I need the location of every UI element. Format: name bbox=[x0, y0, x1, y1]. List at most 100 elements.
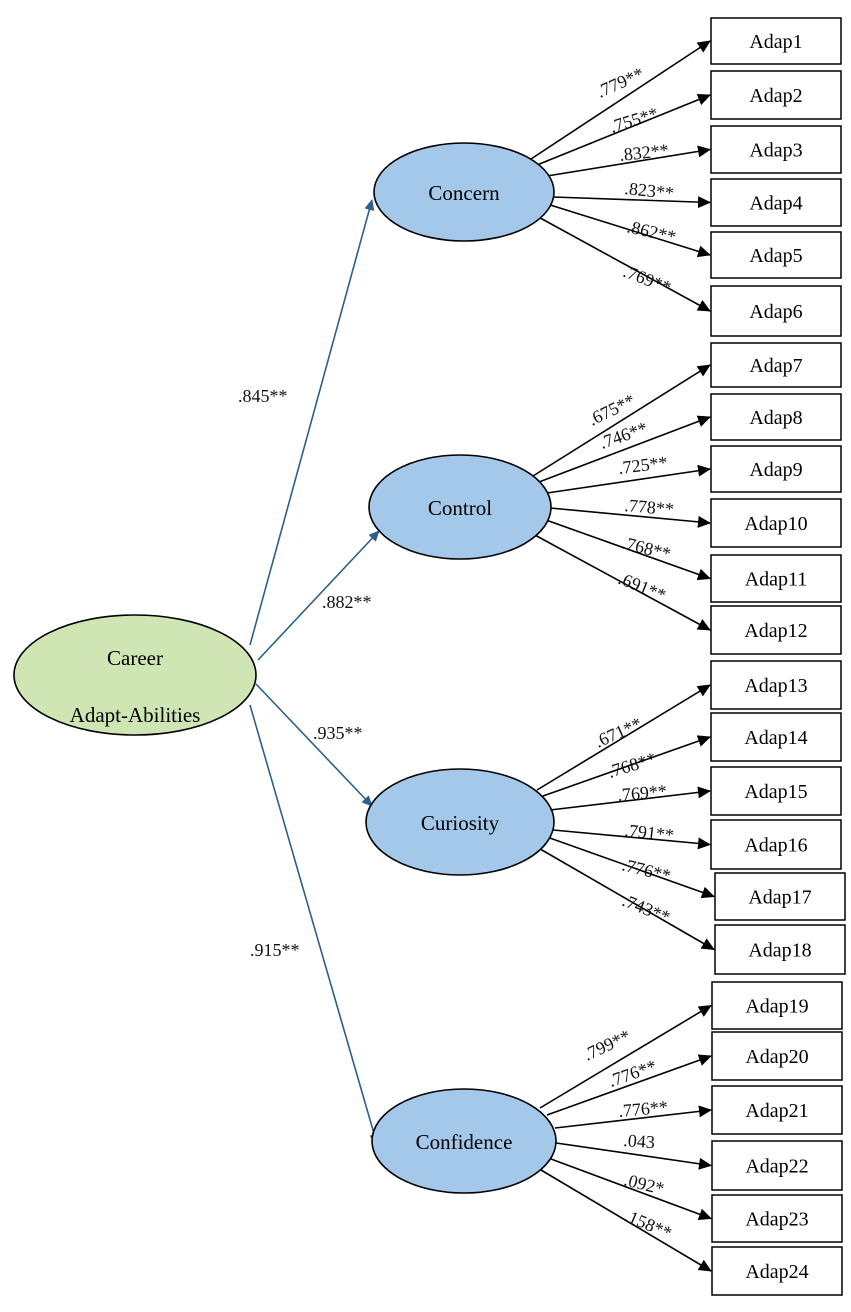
item-label: Adap7 bbox=[749, 355, 802, 377]
item-loading-label: .769** bbox=[621, 261, 674, 297]
structural-arrow-concern bbox=[249, 199, 375, 646]
structural-loading-label: .882** bbox=[322, 592, 372, 612]
item-label: Adap20 bbox=[745, 1046, 808, 1068]
item-label: Adap18 bbox=[748, 940, 811, 962]
item-loading-label: .776** bbox=[620, 854, 673, 885]
item-arrow bbox=[549, 786, 711, 811]
item-loading-label: .791** bbox=[624, 820, 675, 845]
item-loading-label: .768** bbox=[605, 748, 658, 782]
item-box bbox=[711, 981, 843, 1030]
item-label: Adap6 bbox=[749, 301, 802, 323]
item-label: Adap4 bbox=[749, 193, 802, 215]
item-label: Adap24 bbox=[745, 1261, 808, 1283]
item-loading-label: .769** bbox=[617, 781, 668, 805]
item-loading-label: .862** bbox=[625, 216, 678, 247]
item-label: Adap10 bbox=[744, 513, 807, 535]
item-arrow bbox=[540, 1169, 712, 1272]
item-arrow bbox=[542, 735, 711, 797]
item-box bbox=[710, 125, 842, 174]
item-box bbox=[714, 924, 846, 975]
item-box bbox=[710, 285, 842, 337]
item-box bbox=[711, 1246, 843, 1296]
item-label: Adap14 bbox=[744, 727, 807, 749]
factor-label: Concern bbox=[428, 181, 500, 205]
item-arrow bbox=[546, 1054, 712, 1116]
item-loading-label: .671** bbox=[591, 713, 644, 751]
factor-node-control bbox=[368, 454, 552, 560]
item-arrow bbox=[545, 519, 711, 581]
factor-node-curiosity bbox=[365, 768, 555, 876]
item-box bbox=[710, 819, 842, 870]
item-label: Adap8 bbox=[749, 407, 802, 429]
item-loading-label: .799** bbox=[580, 1026, 633, 1065]
item-label: Adap16 bbox=[744, 835, 807, 857]
path-arrows bbox=[249, 40, 715, 1272]
item-arrow bbox=[549, 507, 711, 528]
item-loading-label: .158** bbox=[621, 1205, 674, 1243]
item-label: Adap15 bbox=[744, 781, 807, 803]
root-label-line1: Career bbox=[107, 646, 163, 670]
item-label: Adap19 bbox=[745, 996, 808, 1018]
item-loading-label: .743** bbox=[620, 890, 673, 927]
item-loading-label: .779** bbox=[593, 63, 646, 101]
item-arrow bbox=[530, 40, 711, 160]
item-label: Adap13 bbox=[744, 675, 807, 697]
item-box bbox=[711, 1140, 843, 1191]
item-arrow bbox=[546, 464, 711, 494]
factor-node-confidence bbox=[371, 1088, 557, 1194]
item-label: Adap17 bbox=[748, 887, 811, 909]
item-loading-label: .755** bbox=[607, 103, 660, 137]
item-label: Adap3 bbox=[749, 140, 802, 162]
item-arrow bbox=[546, 145, 711, 177]
item-loading-label: .725** bbox=[617, 452, 669, 478]
item-box bbox=[710, 342, 842, 388]
item-label: Adap9 bbox=[749, 459, 802, 481]
item-arrow bbox=[536, 93, 711, 166]
factor-label: Confidence bbox=[416, 1130, 513, 1154]
item-loading-label: .768** bbox=[620, 532, 673, 563]
item-arrow bbox=[536, 684, 711, 791]
item-box bbox=[710, 605, 842, 655]
factor-label: Control bbox=[428, 496, 492, 520]
root-label-line2: Adapt-Abilities bbox=[70, 703, 201, 727]
item-loading-label: .776** bbox=[618, 1097, 669, 1121]
diagram-shapes: Adap1Adap2Adap3Adap4Adap5Adap6Adap7Adap8… bbox=[13, 17, 846, 1296]
item-box bbox=[710, 712, 842, 762]
structural-loading-label: .845** bbox=[238, 386, 288, 406]
item-arrow bbox=[546, 203, 711, 258]
structural-arrow-curiosity bbox=[255, 683, 373, 807]
item-box bbox=[710, 231, 842, 279]
item-label: Adap2 bbox=[749, 85, 802, 107]
item-arrow bbox=[539, 1004, 712, 1109]
item-loading-label: .776** bbox=[606, 1056, 659, 1091]
item-loading-label: .043 bbox=[623, 1130, 656, 1152]
item-arrow bbox=[554, 1105, 712, 1129]
factor-label: Curiosity bbox=[421, 811, 500, 835]
item-box bbox=[711, 1031, 843, 1081]
item-arrow bbox=[550, 1158, 712, 1220]
factor-node-concern bbox=[373, 142, 555, 242]
item-box bbox=[711, 1194, 843, 1243]
item-label: Adap12 bbox=[744, 620, 807, 642]
item-arrow bbox=[532, 364, 711, 477]
item-box bbox=[710, 178, 842, 227]
item-arrow bbox=[532, 213, 711, 312]
item-label: Adap22 bbox=[745, 1156, 808, 1178]
item-loading-label: .691** bbox=[616, 568, 669, 605]
item-box bbox=[710, 17, 842, 65]
item-box bbox=[710, 445, 842, 493]
item-loading-label: .778** bbox=[624, 495, 675, 519]
item-arrow bbox=[534, 845, 715, 951]
item-box bbox=[710, 554, 842, 603]
item-loading-label: .092* bbox=[622, 1169, 666, 1198]
item-label: Adap5 bbox=[749, 245, 802, 267]
item-box bbox=[711, 1085, 843, 1135]
item-loading-label: .832** bbox=[618, 140, 669, 165]
item-box bbox=[710, 393, 842, 441]
item-box bbox=[710, 766, 842, 816]
item-label: Adap11 bbox=[745, 569, 808, 591]
item-box bbox=[714, 872, 846, 921]
item-arrow bbox=[552, 829, 711, 850]
structural-arrow-control bbox=[257, 530, 380, 661]
